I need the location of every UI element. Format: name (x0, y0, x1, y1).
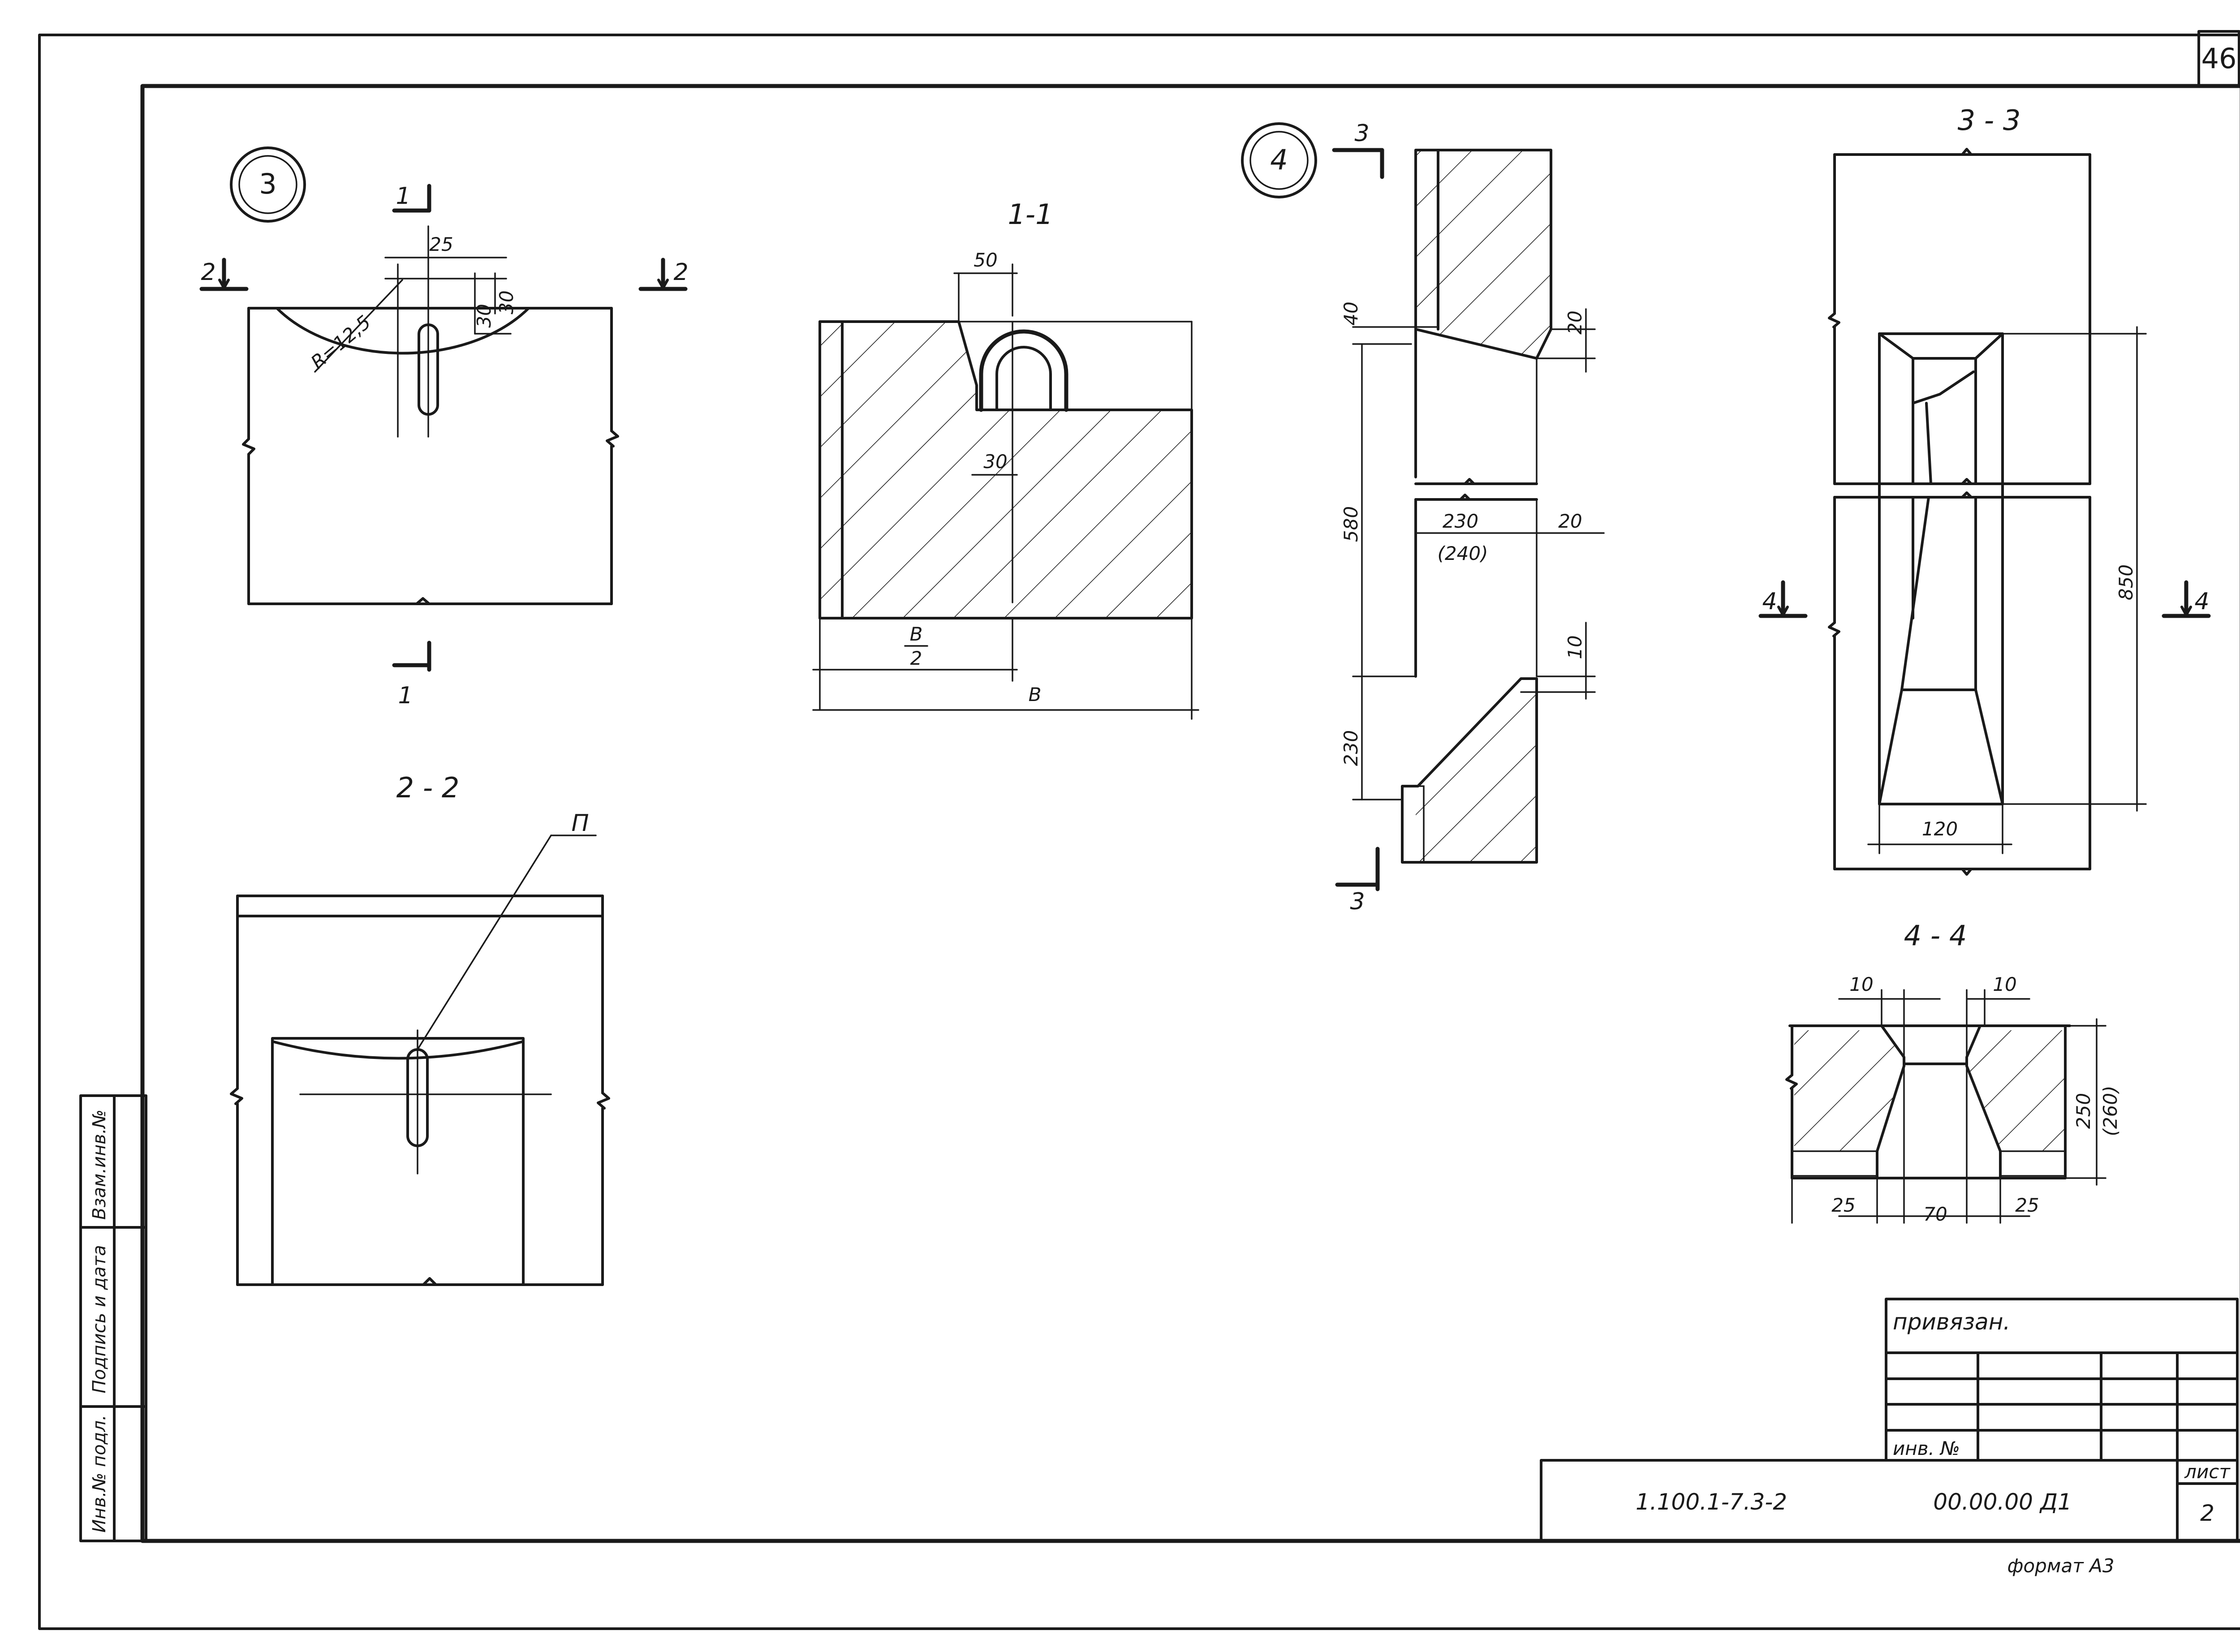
side-stamp: Взам.инв.№ Подпись и дата Инв.№ подл. (79, 1094, 147, 1542)
title-block-format: формат А3 (2007, 1555, 2115, 1577)
dim-b-half-den: 2 (910, 647, 922, 669)
node-3-marker-outer (230, 146, 306, 223)
dim-230b: 230 (1340, 730, 1362, 766)
node-4-label: 4 (1270, 143, 1288, 176)
section-3-3-title: 3 - 3 (1958, 104, 2021, 137)
dim-20b: 20 (1558, 510, 1582, 532)
dim-260: (260) (2099, 1086, 2121, 1136)
section-1-1-title: 1-1 (1008, 198, 1053, 231)
dim-25: 25 (429, 233, 453, 255)
mark-1-top: 1 (396, 183, 410, 210)
title-block-list-label: лист (2184, 1461, 2231, 1483)
sheet-frame: 46 (38, 30, 2240, 1630)
dim-10b: 10 (1849, 973, 1873, 995)
dim-70: 70 (1923, 1203, 1947, 1225)
dim-25b: 25 (1831, 1194, 1855, 1216)
title-block-privyazan: привязан. (1893, 1309, 2010, 1335)
dim-850: 850 (2115, 564, 2137, 600)
dim-240: (240) (1438, 542, 1488, 564)
section-2-2: 2 - 2 П (230, 771, 610, 1286)
dim-30c: 30 (983, 451, 1007, 473)
dim-250: 250 (2072, 1093, 2094, 1129)
title-block-doc: 00.00.00 Д1 (1933, 1489, 2072, 1515)
dim-10a: 10 (1564, 635, 1586, 659)
dim-25c: 25 (2015, 1194, 2039, 1216)
dim-30a: 30 (473, 304, 495, 327)
dim-20a: 20 (1564, 310, 1586, 334)
section-4-4-title: 4 - 4 (1904, 919, 1967, 952)
section-3-3: 3 - 3 850 (1758, 104, 2211, 876)
node-4-section: 4 3 40 20 580 (1241, 120, 1605, 915)
title-block-list-no: 2 (2200, 1500, 2214, 1526)
section-4-4: 4 - 4 10 10 250 (260) 25 (1785, 919, 2121, 1225)
section-2-2-title: 2 - 2 (396, 771, 460, 804)
dim-radius: R=12,5 (306, 311, 375, 373)
mark-3-top: 3 (1354, 120, 1369, 147)
dim-120: 120 (1922, 818, 1958, 840)
title-block-inv-no: инв. № (1893, 1437, 1960, 1459)
side-stamp-podpis: Подпись и дата (89, 1245, 110, 1393)
mark-3-bottom: 3 (1350, 888, 1365, 915)
dim-580: 580 (1340, 506, 1362, 542)
side-stamp-vzam: Взам.инв.№ (89, 1110, 110, 1220)
mark-2-right: 2 (673, 259, 688, 286)
side-stamp-inv-podl: Инв.№ подл. (89, 1415, 110, 1532)
title-block-code: 1.100.1-7.3-2 (1636, 1489, 1787, 1515)
node-3-plan: 3 25 30 30 R=12,5 1 1 (199, 146, 689, 709)
dim-b-half-num: В (910, 623, 923, 645)
dim-30b: 30 (495, 290, 517, 314)
dim-40: 40 (1340, 301, 1362, 325)
node-4-marker-outer (1241, 122, 1317, 198)
mark-p: П (571, 810, 589, 837)
node-4-marker-inner (1249, 131, 1309, 190)
dim-230a: 230 (1443, 510, 1478, 532)
dim-b: В (1029, 684, 1042, 706)
node-3-marker-inner (238, 155, 297, 214)
mark-4-left: 4 (1762, 588, 1777, 615)
dim-50: 50 (974, 249, 997, 271)
section-1-1: 1-1 50 30 В 2 В (812, 198, 1199, 720)
title-block: привязан. инв. № 1.100.1-7.3-2 00.00.00 … (1540, 1298, 2239, 1577)
mark-2-left: 2 (201, 259, 215, 286)
node-3-label: 3 (259, 168, 276, 200)
mark-4-right: 4 (2194, 588, 2209, 615)
sheet-number: 46 (2201, 42, 2237, 75)
dim-10c: 10 (1993, 973, 2016, 995)
mark-1-bottom: 1 (398, 682, 413, 709)
